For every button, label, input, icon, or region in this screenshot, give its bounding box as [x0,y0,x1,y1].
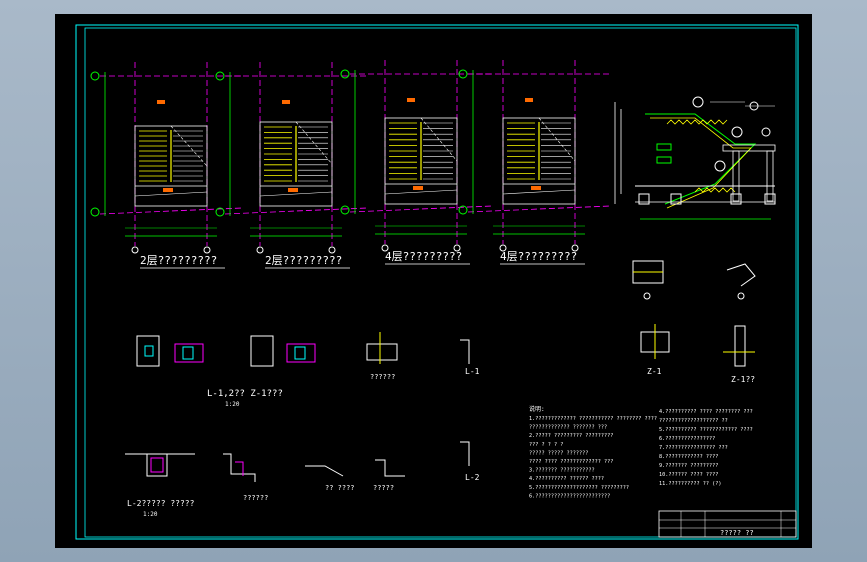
notes-line: 6.???????????????????????? [529,493,610,499]
general-notes: 说明: 1.????????????? ??????????? ????????… [529,405,753,499]
outer-frame [75,24,799,540]
drawing-sheet: 2层????????? 2层????????? 4层????????? 4层??… [55,14,812,548]
l1-label: L-1 [465,367,480,376]
stair-plan-2 [215,62,368,254]
notes-right-line: 8.???????????? ???? [659,454,718,460]
notes-right-line: 5.?????????? ???????????? ???? [659,427,753,433]
cad-drawing: 2层????????? 2层????????? 4层????????? 4层??… [75,24,799,540]
col-section-title: L-1,2?? Z-1??? [207,389,283,399]
notes-line: ????????????? ??????? ??? [529,425,607,431]
notes-right-line: 11.?????????? ?? (?) [659,481,721,487]
node-details: Z-1 Z-1?? [632,260,756,384]
column-sections: L-1,2?? Z-1??? 1:20 ?????? L-1 L-2 [136,332,480,482]
stair-plans [90,60,611,254]
inner-frame [84,27,797,538]
lower-mid-b: ?? ???? [325,484,355,492]
notes-heading: 说明: [529,405,545,413]
stair-plan-4 [458,60,611,252]
notes-right-line: ??????????????????? ?? [659,418,728,424]
titleblock-name: ????? ?? [720,529,754,537]
beam-detail-label: ?????? [370,373,395,381]
notes-right-line: 4.?????????? ???? ???????? ??? [659,409,753,415]
notes-right-line: 6.???????????????? [659,436,715,442]
stair-plan-1 [90,62,243,254]
stair-section [614,96,776,220]
notes-right-line: 10.?????? ???? ???? [659,472,718,478]
plan-title-2: 2层????????? [265,254,342,267]
col-section-sub: 1:20 [225,401,240,408]
lower-details: L-2????? ????? 1:20 ?????? ?? ???? ????? [125,453,405,518]
notes-line: 1.????????????? ??????????? ???????? ???… [529,416,657,422]
z2-label: Z-1?? [731,375,755,384]
notes-line: ???? ???? ????????????? ??? [529,459,613,465]
notes-right-line: 7.???????????????? ??? [659,445,728,451]
title-block: ????? ?? [658,510,797,538]
plan-title-3: 4层????????? [385,250,462,263]
lower-left-title: L-2????? ????? [127,499,195,508]
notes-line: 4.?????????? ?????? ???? [529,476,604,482]
notes-line: ????? ????? ??????? [529,450,588,456]
plan-title-1: 2层????????? [140,254,217,267]
l2-label: L-2 [465,473,480,482]
notes-line: 3.??????? ??????????? [529,468,595,474]
lower-mid-a: ?????? [243,494,268,502]
plan-title-4: 4层????????? [500,250,577,263]
notes-line: 2.????? ????????? ????????? [529,433,613,439]
lower-left-sub: 1:20 [143,511,158,518]
notes-line: ??? ? ? ? ? [529,442,563,448]
z1-label: Z-1 [647,367,662,376]
lower-mid-c: ????? [373,484,394,492]
notes-right-line: 9.??????? ????????? [659,463,718,469]
notes-line: 5.???????????????????? ????????? [529,485,629,491]
stair-plan-3 [340,60,493,252]
